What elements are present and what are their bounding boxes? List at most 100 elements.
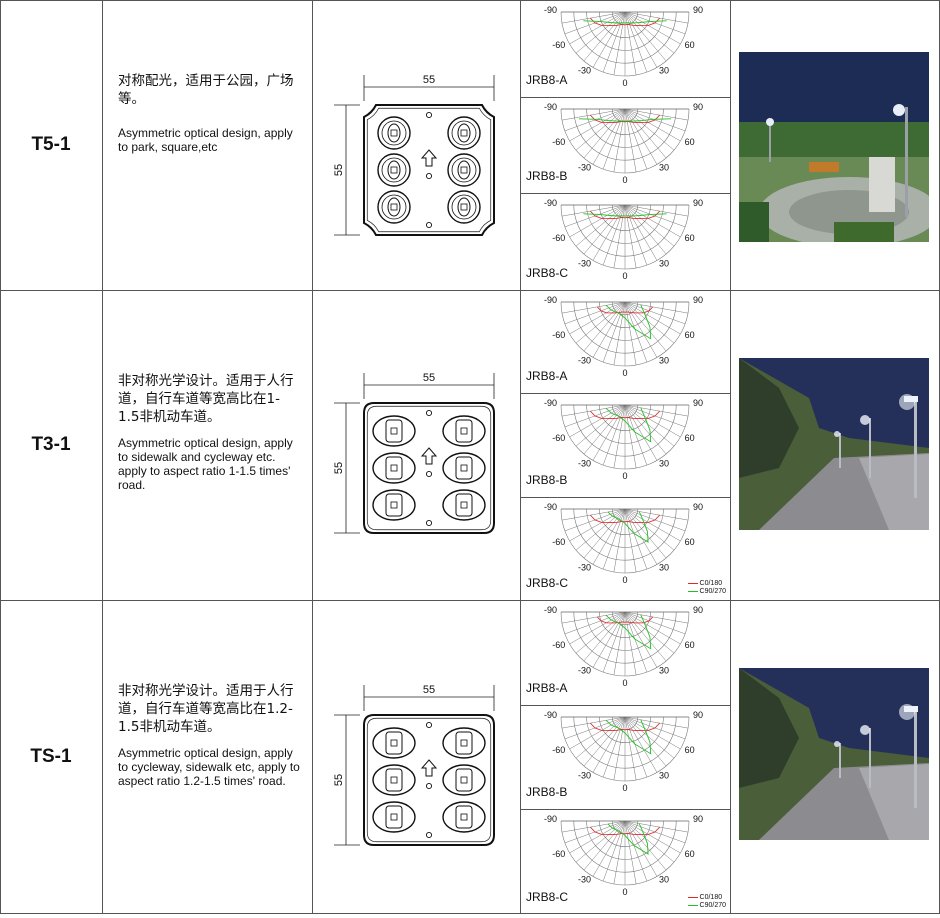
legend-c0: C0/180 <box>687 580 726 588</box>
polar-spoke <box>575 611 626 654</box>
up-arrow-icon <box>420 149 438 167</box>
polar-spoke <box>624 611 675 654</box>
polar-spoke <box>624 11 667 62</box>
c90-270-curve <box>607 823 649 856</box>
polar-angle-label: 30 <box>659 770 669 780</box>
polar-grid <box>560 716 690 781</box>
polar-spoke <box>624 108 648 169</box>
c90-270-curve <box>605 304 652 340</box>
polar-grid <box>560 108 690 173</box>
polar-spoke <box>624 405 689 417</box>
polar-divider <box>520 393 730 395</box>
polar-angle-label: 30 <box>659 66 669 76</box>
description-cell: 非对称光学设计。适用于人行道，自行车道等宽高比在1.2-1.5非机动车道。Asy… <box>102 600 312 914</box>
polar-spoke <box>624 301 658 358</box>
polar-spoke <box>561 301 626 314</box>
polar-angle-label: 0 <box>622 783 627 793</box>
led-lens <box>442 801 486 833</box>
polar-spoke <box>624 821 658 877</box>
polar-spoke <box>624 108 658 165</box>
polar-spoke <box>602 821 626 882</box>
polar-spoke <box>624 301 637 366</box>
led-lens <box>442 727 486 759</box>
polar-angle-label: -60 <box>552 330 565 340</box>
polar-spoke <box>575 11 626 54</box>
polar-spoke <box>561 716 626 729</box>
led-chip <box>390 166 398 174</box>
c90-270-curve <box>605 614 652 650</box>
polar-angle-label: -90 <box>544 502 557 512</box>
dimension-height: 55 <box>333 164 345 176</box>
polar-spoke <box>564 301 626 325</box>
polar-spoke <box>592 716 626 773</box>
polar-spoke <box>583 405 626 455</box>
polar-grid <box>560 11 690 77</box>
polar-label: JRB8-B <box>526 472 568 487</box>
polar-spoke <box>613 611 626 676</box>
polar-angle-label: -90 <box>544 398 557 408</box>
polar-spoke <box>569 205 626 238</box>
led-chip <box>460 739 468 747</box>
polar-label: JRB8-B <box>526 785 568 800</box>
c90-270-curve <box>578 118 672 122</box>
led-chip <box>390 501 398 509</box>
description-cell: 非对称光学设计。适用于人行道，自行车道等宽高比在1-1.5非机动车道。Asymm… <box>102 290 312 600</box>
polar-angle-label: -60 <box>552 745 565 755</box>
polar-angle-label: 30 <box>659 666 669 676</box>
polar-angle-label: 0 <box>622 678 627 688</box>
polar-spoke <box>624 205 675 247</box>
mounting-hole <box>425 111 433 119</box>
polar-spoke <box>624 611 689 624</box>
table-col-line <box>0 0 1 914</box>
polar-angle-label: -90 <box>544 198 557 208</box>
polar-angle-label: -30 <box>578 770 591 780</box>
legend-c90-label: C90/270 <box>699 901 726 909</box>
up-arrow-icon <box>420 447 438 465</box>
led-chip <box>460 501 468 509</box>
polar-spoke <box>624 11 689 24</box>
c0-180-curve <box>589 17 661 27</box>
table-row-line <box>0 600 940 601</box>
led-lens <box>447 153 481 187</box>
polar-angle-label: 0 <box>622 78 627 88</box>
polar-angle-label: 30 <box>659 356 669 366</box>
polar-angle-label: 0 <box>622 887 627 897</box>
legend-c0-swatch <box>687 582 698 584</box>
polar-spoke <box>624 301 681 335</box>
polar-spoke <box>624 611 686 635</box>
polar-angle-label: -30 <box>578 66 591 76</box>
table-col-line <box>730 0 731 914</box>
polar-spoke <box>624 821 648 882</box>
polar-spoke <box>624 716 648 777</box>
polar-spoke <box>575 821 626 863</box>
mounting-hole <box>425 782 433 790</box>
c0-180-curve <box>596 306 654 314</box>
polar-spoke <box>602 108 626 169</box>
polar-angle-label: 90 <box>693 710 703 720</box>
polar-angle-label: -30 <box>578 666 591 676</box>
polar-angle-label: 90 <box>693 295 703 305</box>
polar-spoke <box>569 301 626 335</box>
polar-spoke <box>624 405 637 469</box>
polar-spoke <box>561 11 626 24</box>
polar-spoke <box>569 821 626 854</box>
polar-spoke <box>624 205 681 238</box>
polar-angle-label: 30 <box>659 875 669 885</box>
polar-spoke <box>624 301 667 352</box>
polar-grid <box>560 508 690 573</box>
up-arrow-icon <box>420 759 438 777</box>
mounting-hole <box>425 831 433 839</box>
polar-spoke <box>592 508 626 565</box>
c90-270-curve <box>583 20 667 24</box>
polar-divider <box>520 193 730 195</box>
c0-180-curve <box>589 722 661 731</box>
polar-angle-label: 60 <box>685 330 695 340</box>
polar-angle-label: -60 <box>552 849 565 859</box>
